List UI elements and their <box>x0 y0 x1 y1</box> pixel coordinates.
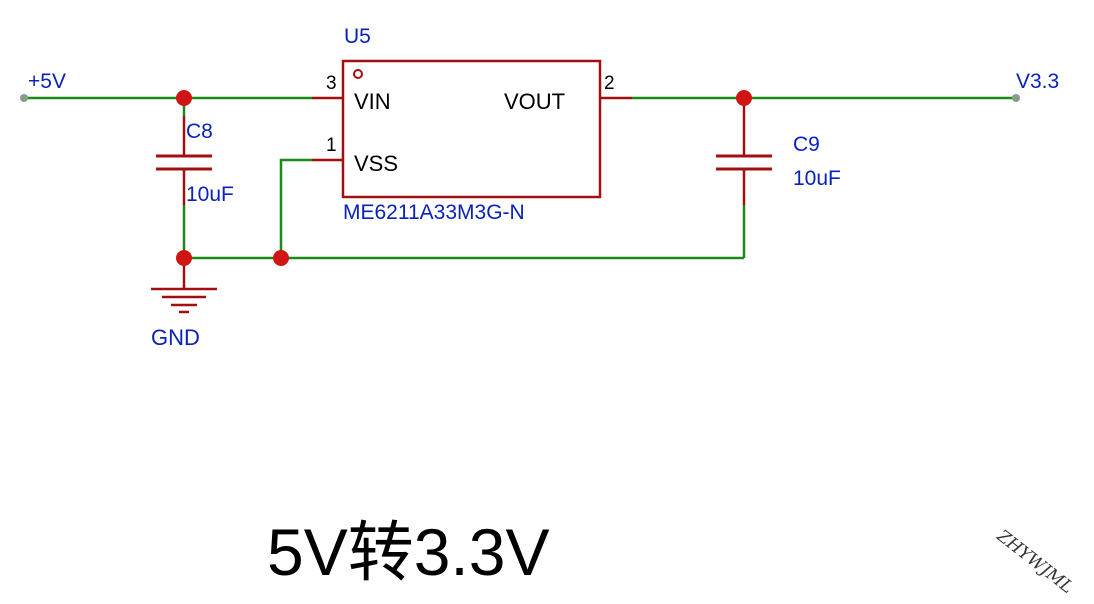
junction-c8-gnd <box>176 250 192 266</box>
pin-vout-label: VOUT <box>504 89 565 114</box>
pin-vin-num: 3 <box>326 73 337 94</box>
junction-vss-gnd <box>273 250 289 266</box>
capacitor-c9[interactable]: C9 10uF <box>716 98 841 205</box>
pin-vin-label: VIN <box>354 89 391 114</box>
junction-vout-c9 <box>736 90 752 106</box>
junctions <box>176 90 752 266</box>
pin-vout-num: 2 <box>604 73 615 94</box>
capacitor-c8[interactable]: C8 10uF <box>156 116 234 206</box>
c9-value: 10uF <box>793 167 841 190</box>
pin-vss-num: 1 <box>326 135 337 156</box>
regulator-part: ME6211A33M3G-N <box>343 201 525 224</box>
wire-vss <box>279 158 312 258</box>
watermark: ZHYWJML <box>992 526 1077 598</box>
junction-vin-c8 <box>176 90 192 106</box>
port-vout-endpoint[interactable] <box>1012 94 1020 102</box>
ground-icon[interactable] <box>151 258 217 314</box>
c8-value: 10uF <box>186 183 234 206</box>
diagram-caption: 5V转3.3V <box>267 515 550 589</box>
net-label-3v3: V3.3 <box>1016 70 1059 93</box>
regulator-body <box>341 59 602 199</box>
regulator-u5[interactable]: U5 ME6211A33M3G-N 3 1 2 VIN VSS VOUT <box>312 25 632 224</box>
c8-ref: C8 <box>186 120 213 143</box>
regulator-ref: U5 <box>344 25 371 48</box>
net-label-5v: +5V <box>28 70 66 93</box>
c9-ref: C9 <box>793 133 820 156</box>
port-vin-endpoint[interactable] <box>20 94 28 102</box>
pin1-marker-icon <box>353 69 363 79</box>
pin-vss-label: VSS <box>354 151 398 176</box>
gnd-net-label: GND <box>151 325 200 350</box>
